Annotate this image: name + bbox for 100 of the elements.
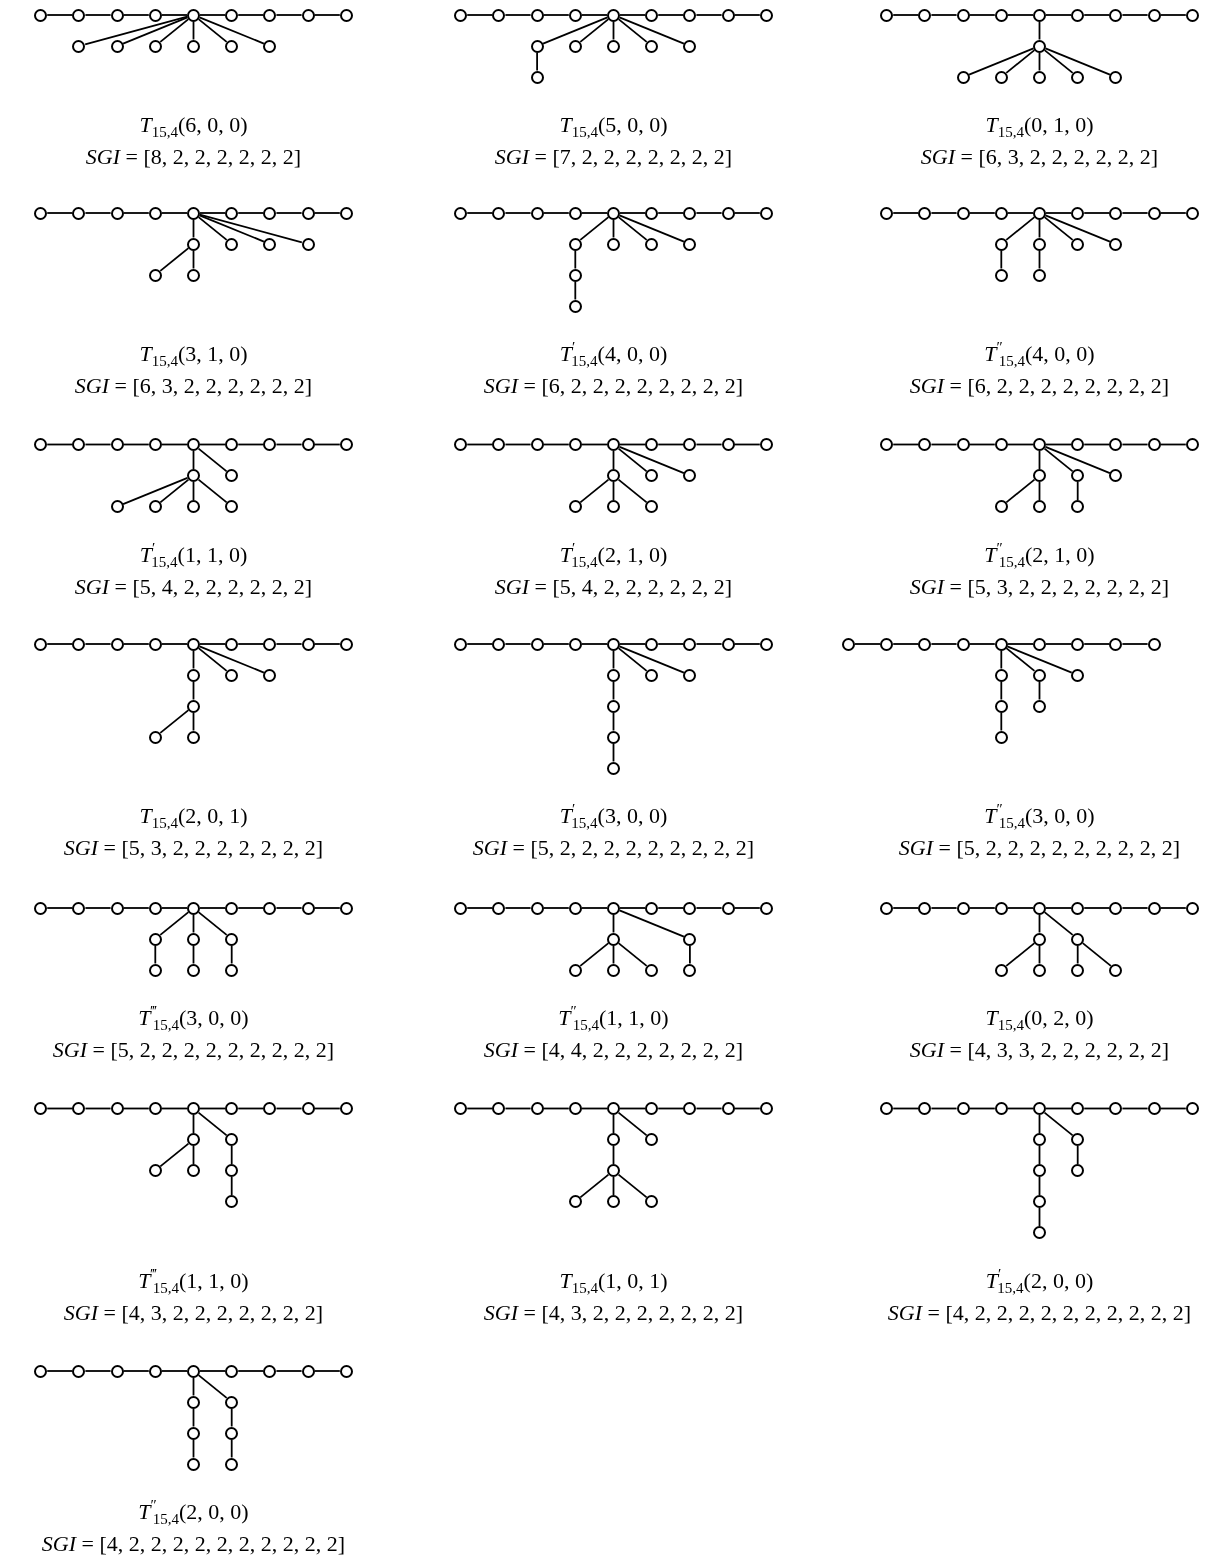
vertex-circle — [645, 8, 659, 22]
vertex-circle — [1109, 963, 1123, 977]
vertex-circle — [1033, 668, 1046, 682]
edge-line — [466, 907, 494, 909]
edge-line — [1045, 212, 1073, 214]
vertex-circle — [568, 438, 582, 451]
sgi-formula: SGI = [4, 3, 2, 2, 2, 2, 2, 2, 2] — [483, 1299, 744, 1326]
vertex-circle — [339, 8, 353, 22]
edge-line — [1076, 1145, 1079, 1165]
vertex-circle — [1033, 70, 1046, 84]
edge-line — [1044, 446, 1111, 474]
vertex-circle — [530, 901, 544, 915]
vertex-circle — [759, 1102, 773, 1115]
edge-line — [84, 643, 112, 645]
edge-line — [1083, 443, 1111, 446]
edge-line — [733, 443, 761, 446]
vertex-circle — [645, 1102, 659, 1115]
edge-line — [160, 1107, 188, 1110]
vertex-circle — [607, 761, 620, 775]
vertex-circle — [1109, 438, 1123, 451]
vertex-circle — [187, 901, 200, 915]
vertex-circle — [759, 206, 773, 220]
edge-line — [1044, 214, 1111, 243]
vertex-circle — [1033, 500, 1046, 513]
vertex-circle — [187, 1426, 200, 1440]
edge-line — [160, 1370, 188, 1372]
edge-line — [580, 643, 608, 645]
edge-line — [466, 14, 494, 16]
edge-line — [1121, 443, 1149, 446]
vertex-circle — [225, 1457, 239, 1471]
edge-line — [197, 18, 228, 43]
vertex-circle — [607, 1133, 620, 1146]
vertex-circle — [72, 637, 86, 651]
vertex-circle — [301, 8, 315, 22]
edge-line — [504, 14, 532, 16]
edge-line — [1159, 1107, 1187, 1110]
vertex-circle — [187, 39, 200, 53]
edge-line — [160, 14, 188, 16]
vertex-circle — [187, 469, 200, 482]
vertex-circle — [454, 901, 468, 915]
vertex-circle — [956, 438, 970, 451]
vertex-circle — [301, 1102, 315, 1115]
edge-line — [536, 51, 538, 72]
vertex-circle — [1185, 206, 1199, 220]
vertex-circle — [994, 206, 1008, 220]
sgi-formula: SGI = [5, 2, 2, 2, 2, 2, 2, 2, 2, 2] — [472, 835, 755, 861]
edge-line — [237, 1370, 265, 1372]
vertex-circle — [568, 8, 582, 22]
vertex-circle — [225, 1426, 239, 1440]
vertex-circle — [1147, 637, 1161, 651]
tree-name: T$_{15,4}$(0, 2, 0) — [985, 1005, 1094, 1031]
vertex-circle — [645, 39, 659, 53]
edge-line — [197, 1111, 228, 1137]
vertex-circle — [1033, 1195, 1046, 1208]
edge-line — [199, 1107, 227, 1110]
sgi-formula: SGI = [4, 2, 2, 2, 2, 2, 2, 2, 2, 2, 2] — [41, 1531, 346, 1557]
vertex-circle — [148, 206, 162, 220]
vertex-circle — [225, 1395, 239, 1409]
edge-line — [46, 212, 74, 214]
sgi-formula: SGI = [5, 3, 2, 2, 2, 2, 2, 2, 2] — [909, 573, 1170, 600]
edge-line — [619, 443, 647, 446]
vertex-circle — [645, 206, 659, 220]
sgi-formula: SGI = [5, 2, 2, 2, 2, 2, 2, 2, 2, 2] — [52, 1037, 335, 1063]
vertex-circle — [1109, 469, 1123, 482]
vertex-circle — [454, 1102, 468, 1115]
edge-line — [84, 443, 112, 446]
edge-line — [275, 643, 303, 645]
vertex-circle — [263, 1364, 277, 1378]
edge-line — [657, 212, 685, 214]
vertex-circle — [34, 206, 48, 220]
vertex-circle — [994, 699, 1008, 713]
vertex-circle — [1033, 469, 1046, 482]
edge-line — [695, 212, 723, 214]
edge-line — [84, 907, 112, 909]
vertex-circle — [263, 8, 277, 22]
vertex-circle — [34, 637, 48, 651]
tree-name: T$^{″}$$_{15,4}$(1, 1, 0) — [558, 1005, 669, 1031]
vertex-circle — [225, 206, 239, 220]
edge-line — [159, 18, 190, 43]
edge-line — [542, 16, 609, 45]
edge-line — [657, 14, 685, 16]
edge-line — [930, 643, 958, 645]
edge-line — [580, 212, 608, 214]
vertex-circle — [880, 637, 894, 651]
edge-line — [580, 1107, 608, 1110]
vertex-circle — [530, 70, 544, 84]
edge-line — [1006, 643, 1034, 645]
vertex-circle — [1071, 438, 1085, 451]
vertex-circle — [607, 237, 620, 251]
vertex-circle — [683, 39, 697, 53]
edge-line — [1159, 443, 1187, 446]
edge-line — [122, 16, 189, 45]
edge-line — [657, 443, 685, 446]
tree-name: T$^{′}$$_{15,4}$(1, 1, 0) — [139, 541, 248, 568]
vertex-circle — [1033, 963, 1046, 977]
edge-line — [733, 1107, 761, 1110]
edge-line — [619, 212, 647, 214]
vertex-circle — [301, 1364, 315, 1378]
edge-line — [199, 1370, 227, 1372]
vertex-circle — [607, 932, 620, 946]
